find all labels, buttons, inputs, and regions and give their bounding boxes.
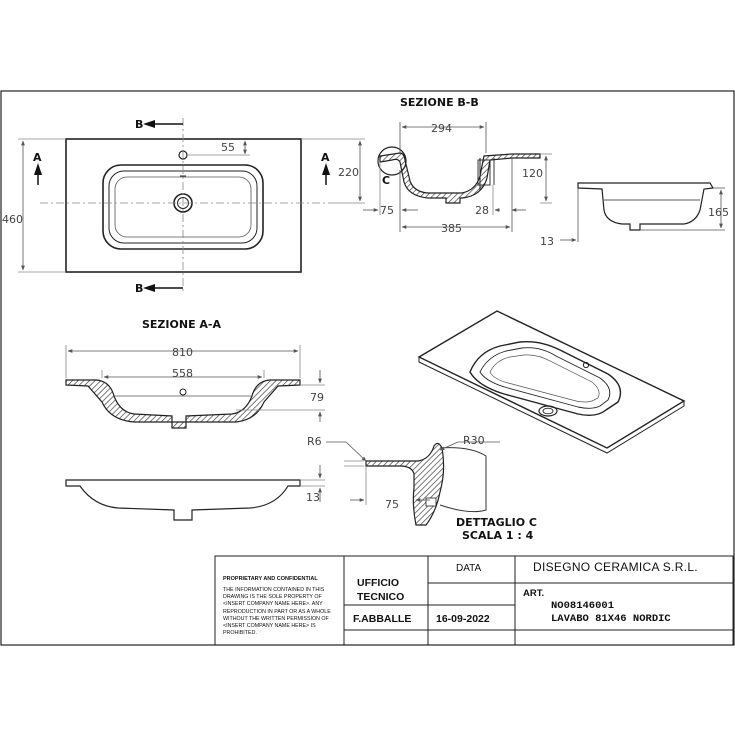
detail-dim-75: 75 — [385, 498, 399, 511]
date-label: DATA — [456, 563, 482, 574]
side-dim-165: 165 — [708, 206, 729, 219]
art-label: ART. — [523, 588, 545, 599]
proprietary-line: PROHIBITED. — [223, 630, 257, 637]
side-dim-13: 13 — [540, 235, 554, 248]
detail-dim-r6: R6 — [307, 435, 322, 448]
bb-dim-28: 28 — [475, 204, 489, 217]
department-line2: TECNICO — [357, 591, 405, 603]
proprietary-line: <INSERT COMPANY NAME HERE>. ANY — [223, 601, 323, 608]
proprietary-line: THE INFORMATION CONTAINED IN THIS — [223, 587, 325, 593]
proprietary-notice: THE INFORMATION CONTAINED IN THIS DRAWIN… — [223, 587, 341, 637]
proprietary-line: WITHOUT THE WRITTEN PERMISSION OF — [223, 615, 329, 622]
section-mark-b-top: B — [135, 118, 143, 131]
front-view — [65, 465, 325, 521]
section-bb-view — [363, 122, 552, 232]
article-name: LAVABO 81X46 NORDIC — [551, 613, 671, 625]
section-mark-a-left: A — [33, 151, 42, 164]
detail-dim-r30: R30 — [463, 434, 485, 447]
top-dim-55: 55 — [221, 141, 235, 154]
detail-c-view — [326, 441, 500, 526]
side-view — [560, 182, 725, 242]
front-dim-13: 13 — [306, 491, 320, 504]
aa-dim-810: 810 — [172, 346, 193, 359]
detail-mark-c: C — [382, 174, 390, 187]
bb-dim-75: 75 — [380, 204, 394, 217]
company-name: DISEGNO CERAMICA S.R.L. — [533, 560, 698, 574]
proprietary-line: REPRODUCTION IN PART OR AS A WHOLE — [223, 608, 331, 615]
proprietary-line: <INSERT COMPANY NAME HERE> IS — [223, 623, 316, 630]
section-aa-view — [65, 345, 325, 429]
section-bb-title: SEZIONE B-B — [400, 96, 479, 109]
top-dim-460: 460 — [2, 213, 23, 226]
department-line1: UFFICIO — [357, 577, 399, 589]
article-code: NO08146001 — [551, 600, 615, 612]
section-mark-b-bottom: B — [135, 282, 143, 295]
bb-dim-385: 385 — [441, 222, 462, 235]
aa-dim-558: 558 — [172, 367, 193, 380]
top-dim-220: 220 — [338, 166, 359, 179]
aa-dim-79: 79 — [310, 391, 324, 404]
top-view — [18, 118, 365, 294]
title-block-grid — [214, 555, 734, 646]
bb-dim-120: 120 — [522, 167, 543, 180]
detail-title: DETTAGLIO C — [456, 516, 537, 529]
date-value: 16-09-2022 — [436, 613, 490, 625]
bb-dim-294: 294 — [431, 122, 452, 135]
isometric-view — [417, 310, 686, 454]
author-name: F.ABBALLE — [353, 613, 412, 625]
section-aa-title: SEZIONE A-A — [142, 318, 221, 331]
proprietary-heading: PROPRIETARY AND CONFIDENTIAL — [223, 576, 318, 582]
section-mark-a-right: A — [321, 151, 330, 164]
proprietary-line: DRAWING IS THE SOLE PROPERTY OF — [223, 594, 322, 601]
detail-scale: SCALA 1 : 4 — [462, 529, 534, 542]
